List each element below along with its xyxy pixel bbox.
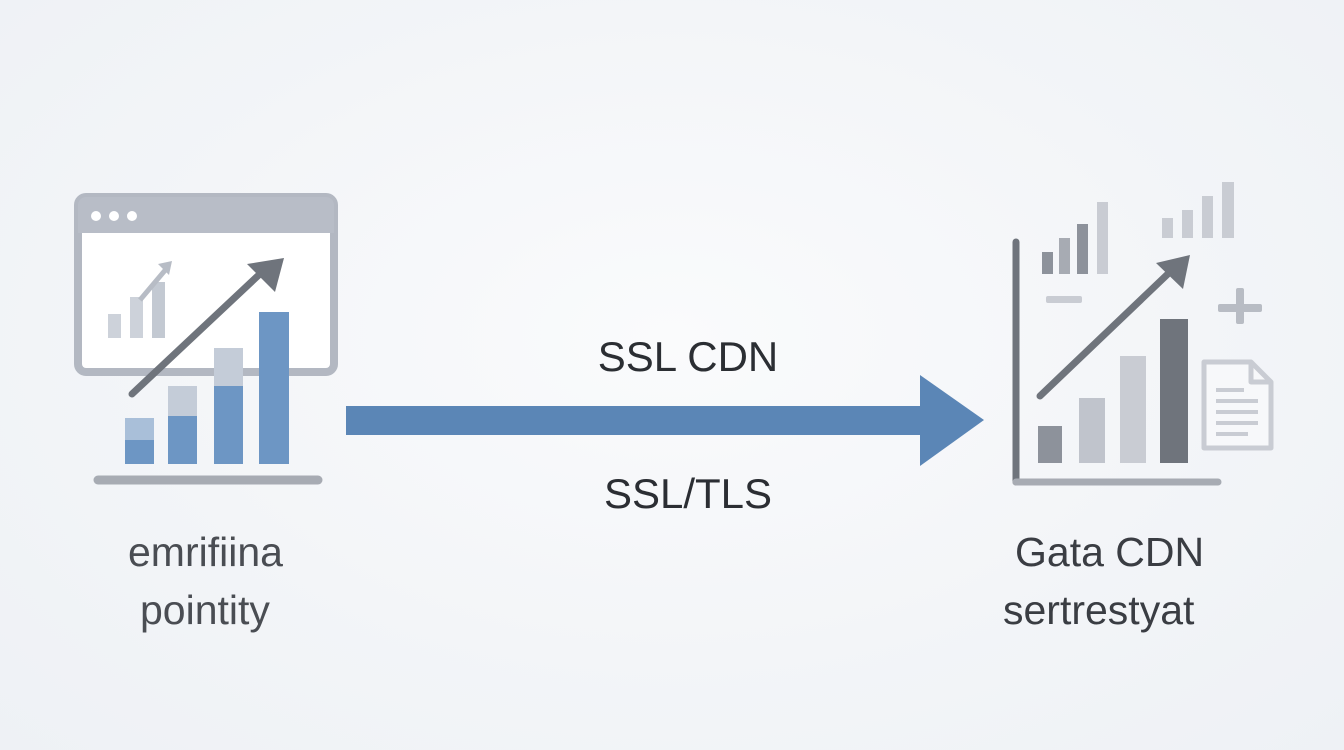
source-label-line1: emrifiina [128,529,283,575]
trend-up-arrow-icon-right [1036,255,1190,400]
analytics-bar-chart-icon [1038,319,1188,463]
chart-axes-icon [1012,238,1222,486]
document-icon [1201,359,1274,451]
source-label-line2: pointity [140,587,270,633]
browser-window-icon [74,193,338,376]
trend-up-arrow-icon [128,258,284,398]
target-label-line1: Gata CDN [1015,529,1205,575]
growth-bar-chart-icon [93,312,323,485]
minus-icon [1046,296,1082,303]
analytics-chart-document-icon [1012,182,1274,486]
mini-bar-chart-icon-top-right [1162,182,1234,238]
target-label-line2: sertrestyat [1003,587,1195,633]
connection-label-top: SSL CDN [597,333,779,380]
browser-window-growth-chart-icon [74,193,338,485]
right-arrow-icon [346,375,984,466]
plus-icon [1218,288,1262,324]
mini-bar-chart-icon [108,261,172,338]
connection-label-bottom: SSL/TLS [603,470,773,517]
mini-bar-chart-icon-top [1042,202,1108,274]
